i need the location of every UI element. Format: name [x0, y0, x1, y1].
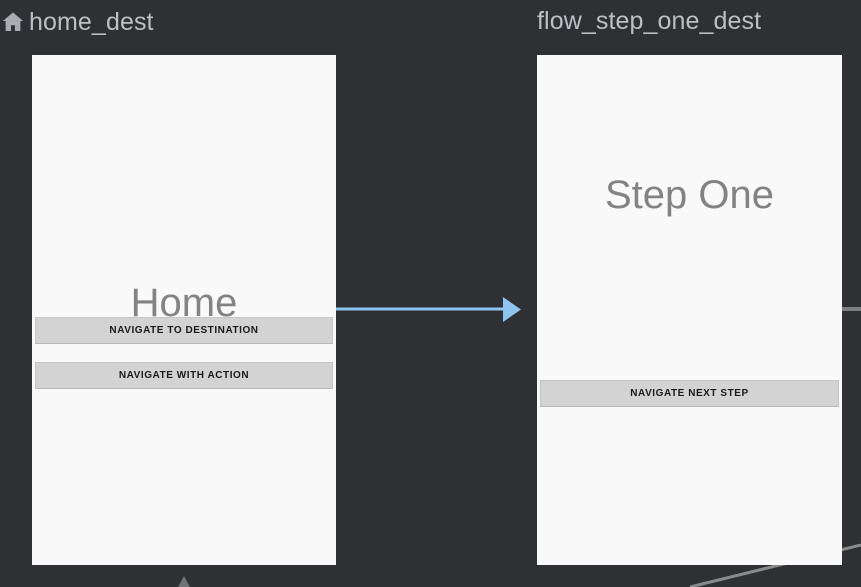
destination-preview-home-dest[interactable]: Home NAVIGATE TO DESTINATION NAVIGATE WI… — [32, 55, 336, 565]
node-title: home_dest — [29, 7, 154, 36]
offscreen-connector-bottom-left-arrowhead — [178, 576, 190, 587]
node-header-flow-step-one-dest[interactable]: flow_step_one_dest — [537, 9, 761, 34]
node-header-home-dest[interactable]: home_dest — [0, 9, 154, 35]
home-icon — [0, 9, 26, 35]
destination-preview-flow-step-one-dest[interactable]: Step One NAVIGATE NEXT STEP — [537, 55, 842, 565]
screen-label: Step One — [604, 173, 774, 217]
navigate-to-destination-button[interactable]: NAVIGATE TO DESTINATION — [35, 317, 333, 344]
node-title: flow_step_one_dest — [537, 7, 762, 35]
navigate-with-action-button[interactable]: NAVIGATE WITH ACTION — [35, 362, 333, 389]
screen-label: Home — [130, 281, 238, 325]
navigate-next-step-button[interactable]: NAVIGATE NEXT STEP — [540, 380, 839, 407]
home-to-flow-step-one-action[interactable] — [336, 297, 521, 322]
